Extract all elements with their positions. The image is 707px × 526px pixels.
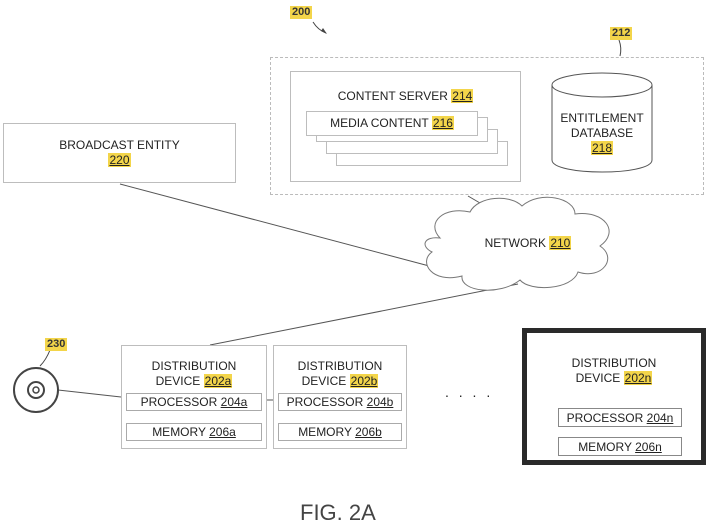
disc-hole — [32, 386, 40, 394]
device-a-label: DISTRIBUTION DEVICE 202a — [151, 359, 237, 388]
network-cloud — [424, 196, 610, 291]
device-a-ref: 202a — [203, 374, 233, 388]
device-b-processor: PROCESSOR 204b — [278, 393, 402, 411]
device-n-memory: MEMORY 206n — [558, 437, 682, 456]
entitlement-db-ref: 218 — [590, 141, 614, 155]
entitlement-db-label: ENTITLEMENT DATABASE 218 — [552, 111, 652, 156]
link-disc-device-a — [57, 389, 122, 398]
media-content-label: MEDIA CONTENT 216 — [330, 116, 454, 130]
ref-230-leader — [39, 349, 51, 367]
figure-label: FIG. 2A — [300, 500, 376, 525]
ref-200-arrowhead — [321, 28, 327, 34]
broadcast-entity-label: BROADCAST ENTITY 220 — [59, 138, 180, 167]
link-broadcast-network — [119, 183, 434, 268]
media-content-ref: 216 — [431, 116, 454, 130]
device-n-label: DISTRIBUTION DEVICE 202n — [571, 356, 657, 385]
link-network-devices — [209, 283, 519, 346]
server-group-box — [270, 57, 704, 195]
ref-200: 200 — [290, 6, 313, 19]
entitlement-db-line1: ENTITLEMENT — [560, 111, 644, 125]
network-label: NETWORK 210 — [484, 236, 572, 250]
device-ellipsis: . . . . — [445, 384, 494, 400]
content-server-label: CONTENT SERVER 214 — [337, 89, 474, 103]
device-b-memory: MEMORY 206b — [278, 423, 402, 441]
entitlement-db-line2: DATABASE — [570, 126, 634, 140]
database-cylinder-body — [551, 85, 653, 173]
device-a-memory: MEMORY 206a — [126, 423, 262, 441]
device-b-label: DISTRIBUTION DEVICE 202b — [297, 359, 383, 388]
device-a-processor: PROCESSOR 204a — [126, 393, 262, 411]
network-ref: 210 — [549, 236, 572, 250]
device-n-ref: 202n — [623, 371, 653, 385]
ref-212-leader — [618, 39, 622, 57]
content-server-ref: 214 — [451, 89, 474, 103]
device-n-processor: PROCESSOR 204n — [558, 408, 682, 427]
device-b-ref: 202b — [349, 374, 379, 388]
database-cylinder-top — [551, 72, 653, 98]
ref-212: 212 — [610, 27, 633, 40]
broadcast-entity-ref: 220 — [108, 153, 131, 167]
ref-230: 230 — [45, 338, 68, 351]
